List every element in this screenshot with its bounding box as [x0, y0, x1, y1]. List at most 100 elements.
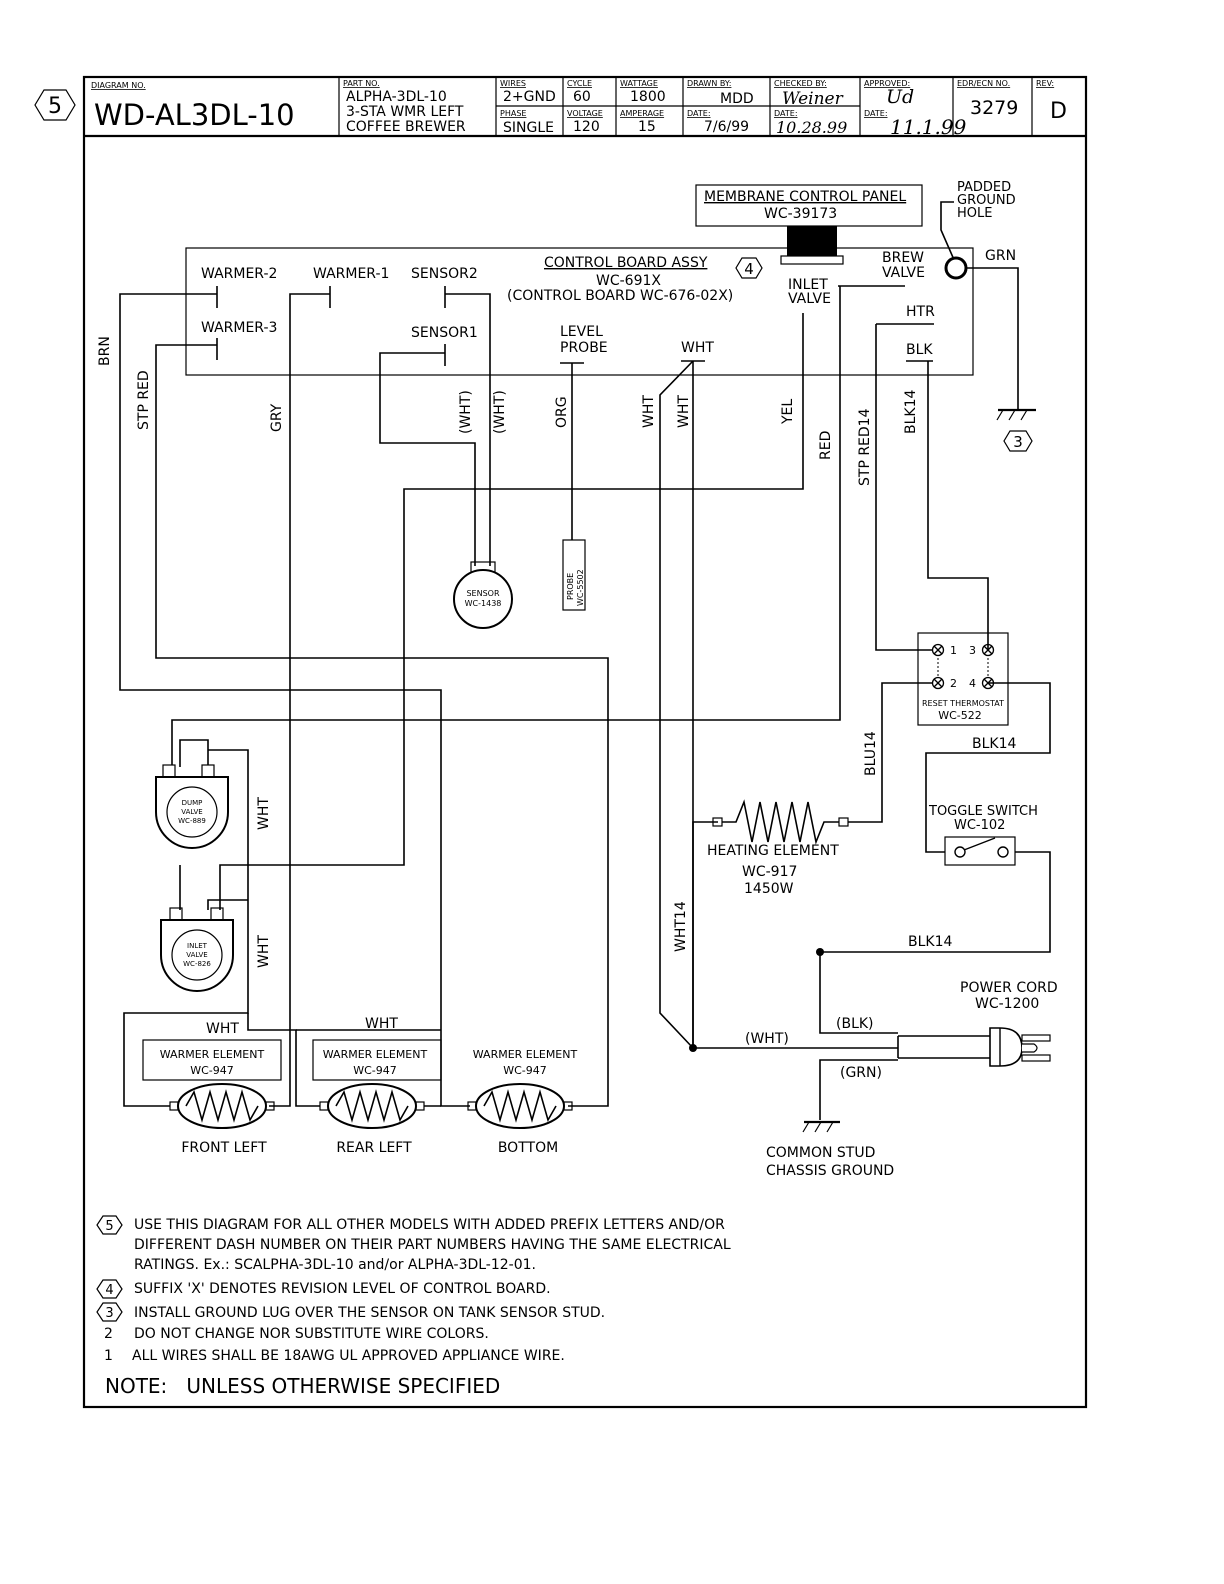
cycle-label: CYCLE: [567, 79, 592, 88]
dump-valve-part: WC-889: [178, 817, 206, 825]
chassis-ground: COMMON STUD CHASSIS GROUND: [766, 1120, 894, 1179]
warmer-front-name: FRONT LEFT: [181, 1140, 267, 1156]
diagram-no-label: DIAGRAM NO.: [91, 81, 146, 90]
wire-label-grn-cord: (GRN): [840, 1065, 882, 1081]
terminal-brew-valve: BREW: [882, 250, 924, 266]
note-3: INSTALL GROUND LUG OVER THE SENSOR ON TA…: [134, 1305, 605, 1321]
part-no-label: PART NO.: [343, 79, 380, 88]
note-3-number: 3: [105, 1306, 113, 1321]
ground-ref: 3: [1013, 433, 1023, 451]
terminal-sensor2: SENSOR2: [411, 266, 478, 282]
terminal-grn: GRN: [985, 248, 1016, 264]
wire-label-blk14-thermo: BLK14: [972, 736, 1016, 752]
wattage-label: WATTAGE: [620, 79, 658, 88]
note-5-line-1: USE THIS DIAGRAM FOR ALL OTHER MODELS WI…: [134, 1217, 725, 1233]
note-1-number: 1: [104, 1348, 113, 1364]
warmer-rear-label: WARMER ELEMENT: [323, 1048, 428, 1061]
toggle-switch-part: WC-102: [954, 818, 1005, 833]
note-footer: NOTE: UNLESS OTHERWISE SPECIFIED: [105, 1374, 500, 1398]
inlet-valve: INLET VALVE WC-826: [160, 907, 234, 992]
terminal-warmer-2: WARMER-2: [201, 266, 277, 282]
wiring: [119, 286, 1051, 1120]
dump-valve-label-2: VALVE: [181, 808, 202, 816]
amperage-label: AMPERAGE: [620, 109, 664, 118]
level-probe: PROBE WC-5502: [562, 539, 586, 611]
phase-value: SINGLE: [503, 120, 554, 136]
terminal-level-probe: LEVEL: [560, 324, 603, 340]
warmer-elements: WARMER ELEMENT WC-947 FRONT LEFT WARMER …: [142, 1039, 577, 1156]
ribbon-connector: [787, 226, 837, 256]
terminal-inlet-valve: INLET: [788, 277, 828, 293]
thermostat-pin-3: 3: [969, 644, 976, 657]
warmer-rear-part: WC-947: [353, 1064, 397, 1077]
part-no-line-1: ALPHA-3DL-10: [346, 89, 447, 105]
sensor: SENSOR WC-1438: [453, 561, 513, 629]
membrane-control-panel: MEMBRANE CONTROL PANEL WC-39173: [695, 184, 923, 265]
rev-label: REV:: [1036, 79, 1054, 88]
ecn-value: 3279: [970, 97, 1018, 119]
sensor-part: WC-1438: [465, 599, 502, 608]
probe-part: WC-5502: [576, 569, 585, 606]
checked-by-label: CHECKED BY:: [774, 79, 827, 88]
drawing-border: [82, 75, 1088, 1409]
power-cord: POWER CORD WC-1200: [897, 980, 1058, 1067]
wattage-value: 1800: [630, 89, 666, 105]
inlet-valve-label-2: VALVE: [186, 951, 207, 959]
approved-date-label: DATE:: [864, 109, 888, 118]
warmer-rear-name: REAR LEFT: [336, 1140, 412, 1156]
checked-by-signature: Weiner: [782, 89, 844, 109]
warmer-bottom: WARMER ELEMENT WC-947 BOTTOM: [467, 1048, 577, 1156]
wires-value: 2+GND: [503, 89, 556, 105]
wire-label-brn: BRN: [97, 336, 113, 366]
title-block: 5 DIAGRAM NO. WD-AL3DL-10 PART NO. ALPHA…: [34, 75, 1088, 1409]
drawn-date-label: DATE:: [687, 109, 711, 118]
power-cord-part: WC-1200: [975, 996, 1039, 1012]
warmer-front-left: WARMER ELEMENT WC-947 FRONT LEFT: [142, 1039, 282, 1156]
checked-date-label: DATE:: [774, 109, 798, 118]
note-5-line-2: DIFFERENT DASH NUMBER ON THEIR PART NUMB…: [134, 1237, 731, 1253]
dump-valve: DUMP VALVE WC-889: [155, 764, 229, 849]
heating-element-watts: 1450W: [744, 881, 794, 897]
drawn-by-value: MDD: [720, 91, 754, 107]
terminal-warmer-3: WARMER-3: [201, 320, 277, 336]
note-ref: 5: [48, 94, 62, 119]
warmer-front-part: WC-947: [190, 1064, 234, 1077]
rev-value: D: [1050, 99, 1067, 124]
warmer-bottom-part: WC-947: [503, 1064, 547, 1077]
reset-thermostat-label: RESET THERMOSTAT: [922, 699, 1004, 708]
control-board: CONTROL BOARD ASSY WC-691X (CONTROL BOAR…: [185, 247, 1016, 376]
wire-label-wht-rear: WHT: [365, 1016, 398, 1032]
heating-element-part: WC-917: [742, 864, 797, 880]
padded-ground-line-3: HOLE: [957, 206, 992, 221]
phase-label: PHASE: [500, 109, 526, 118]
note-2-number: 2: [104, 1326, 113, 1342]
thermostat-pin-2: 2: [950, 677, 957, 690]
wire-label-blk14-toggle: BLK14: [908, 934, 952, 950]
wire-label-wht-b: WHT: [676, 395, 692, 428]
wire-label-wht-inlet: WHT: [256, 935, 272, 968]
chassis-ground-line-1: COMMON STUD: [766, 1145, 875, 1161]
note-5-line-3: RATINGS. Ex.: SCALPHA-3DL-10 and/or ALPH…: [134, 1257, 536, 1273]
power-cord-label: POWER CORD: [960, 980, 1058, 996]
terminal-blk: BLK: [906, 342, 933, 358]
drawn-date-value: 7/6/99: [704, 119, 749, 135]
sensor-label: SENSOR: [466, 589, 499, 598]
terminal-wht: WHT: [681, 340, 714, 356]
padded-ground-hole: PADDED GROUND HOLE 3: [940, 180, 1036, 452]
note-1: ALL WIRES SHALL BE 18AWG UL APPROVED APP…: [132, 1348, 565, 1364]
ecn-label: EDR/ECN NO.: [957, 79, 1010, 88]
note-5-number: 5: [105, 1219, 113, 1234]
thermostat-pin-1: 1: [950, 644, 957, 657]
terminal-htr: HTR: [906, 304, 935, 320]
reset-thermostat: 1 3 2 4 RESET THERMOSTAT WC-522: [917, 632, 1009, 726]
cycle-value: 60: [573, 89, 591, 105]
warmer-bottom-name: BOTTOM: [498, 1140, 558, 1156]
wire-label-wht-a: WHT: [641, 395, 657, 428]
voltage-value: 120: [573, 119, 600, 135]
wire-label-stp-red14: STP RED14: [857, 408, 873, 486]
part-no-line-2: 3-STA WMR LEFT: [346, 104, 464, 120]
wire-label-org: ORG: [554, 396, 570, 428]
approved-label: APPROVED:: [864, 79, 910, 88]
wire-label-wht-dump: WHT: [256, 797, 272, 830]
